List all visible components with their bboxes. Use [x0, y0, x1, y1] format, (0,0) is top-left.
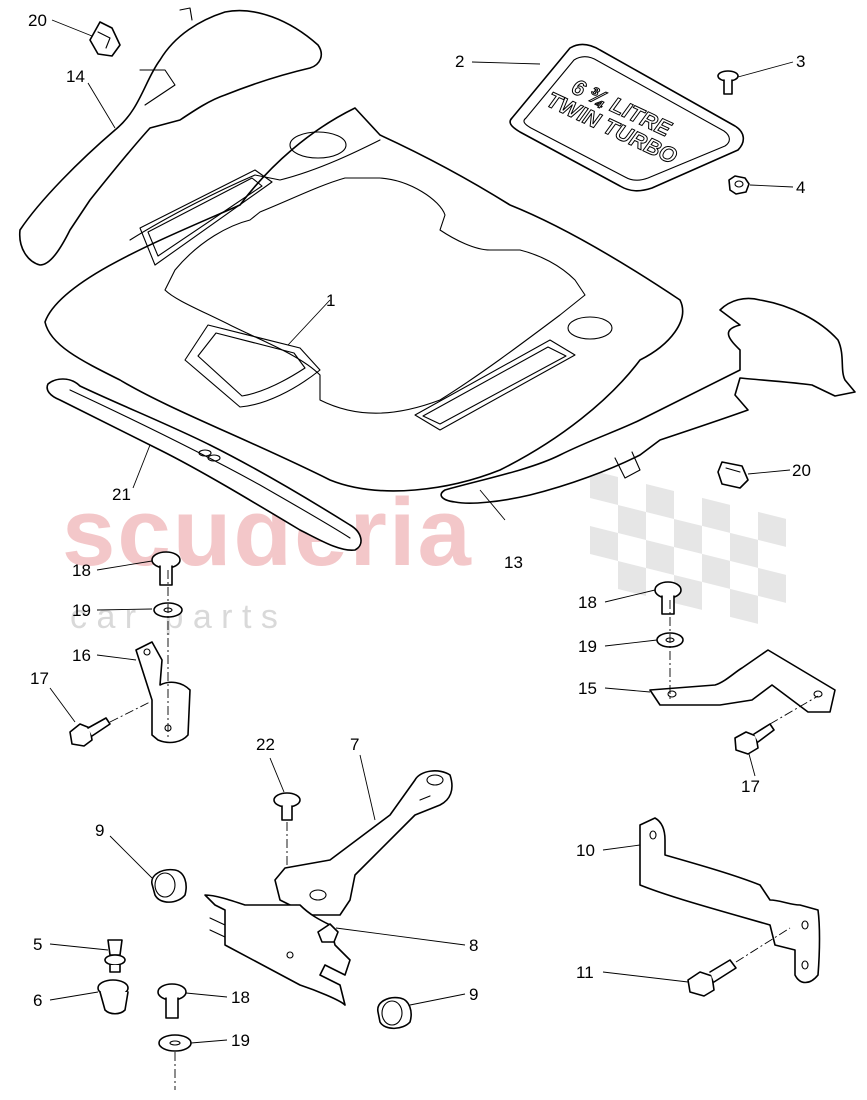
- callout-17-left: 17: [30, 669, 49, 688]
- bracket-part-10: [639, 817, 821, 984]
- washer-part-19-bottom: [158, 1034, 192, 1052]
- callout-10: 10: [576, 841, 595, 860]
- engine-cover-part: [44, 107, 684, 492]
- bolt-part-17-right: [734, 723, 775, 755]
- callout-2: 2: [455, 52, 464, 71]
- callout-14: 14: [66, 67, 85, 86]
- callout-labels: 1 2 3 4 20 14 13 20 21 18 19 16 17 18 19…: [28, 11, 811, 1050]
- long-bracket-part-7: [274, 770, 453, 916]
- callout-18-bottom: 18: [231, 988, 250, 1007]
- stud-part-8: [317, 923, 339, 943]
- checkered-flag-watermark: [590, 470, 786, 624]
- bolt-part-18-bottom: [157, 983, 187, 1019]
- callout-7: 7: [350, 735, 359, 754]
- grommet-part-9-right: [377, 996, 412, 1030]
- callout-9-right: 9: [469, 985, 478, 1004]
- leader-lines: [49, 19, 794, 1044]
- callout-11: 11: [576, 963, 594, 982]
- cap-part-6: [97, 979, 129, 1015]
- bolt-part-18-left: [151, 551, 181, 586]
- clip-part-20-top: [89, 21, 121, 57]
- callout-21: 21: [112, 485, 131, 504]
- bracket-part-15: [649, 649, 836, 713]
- left-side-cover-part: [18, 7, 322, 266]
- callout-16: 16: [72, 646, 91, 665]
- callout-8: 8: [469, 936, 478, 955]
- callout-6: 6: [33, 991, 42, 1010]
- callout-5: 5: [33, 935, 42, 954]
- callout-20-top: 20: [28, 11, 47, 30]
- callout-3: 3: [796, 52, 805, 71]
- plug-part-22: [273, 792, 301, 821]
- callout-9-left: 9: [95, 821, 104, 840]
- callout-19-left: 19: [72, 601, 91, 620]
- callout-19-bottom: 19: [231, 1031, 250, 1050]
- right-side-cover-part: [440, 297, 856, 504]
- callout-19-right: 19: [578, 637, 597, 656]
- axis-left-bolt: [109, 701, 151, 723]
- bolt-part-3: [717, 70, 739, 95]
- bolt-part-11: [687, 959, 737, 997]
- stud-part-5: [104, 939, 126, 973]
- twin-turbo-badge-part: 6 ¾ LITRE TWIN TURBO: [509, 43, 745, 192]
- callout-4: 4: [796, 178, 805, 197]
- nut-part-4: [728, 175, 750, 195]
- axis-right-bolt-11: [735, 927, 791, 963]
- callout-18-left: 18: [72, 561, 91, 580]
- callout-20-right: 20: [792, 461, 811, 480]
- callout-15: 15: [578, 679, 597, 698]
- callout-13: 13: [504, 553, 523, 572]
- clip-part-20-right: [717, 461, 749, 489]
- bolt-part-17-left: [69, 717, 111, 747]
- grommet-part-9-left: [151, 868, 187, 903]
- lower-rail-part: [46, 378, 362, 551]
- bracket-part-16: [135, 641, 191, 744]
- callout-17-right: 17: [741, 777, 760, 796]
- callout-18-right: 18: [578, 593, 597, 612]
- callout-22: 22: [256, 735, 275, 754]
- bolt-part-18-right: [654, 581, 682, 615]
- callout-1: 1: [326, 291, 335, 310]
- axis-right-bolt: [769, 695, 819, 725]
